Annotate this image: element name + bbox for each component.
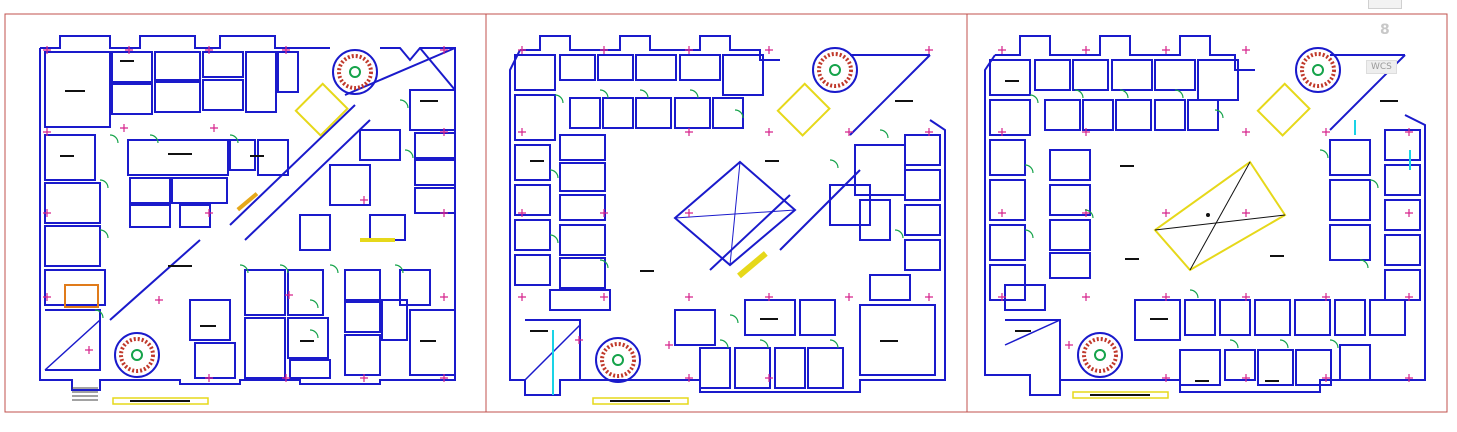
sheet-frames: [4, 13, 1448, 413]
grid-markers: [43, 46, 1413, 382]
viewcube-face[interactable]: [1368, 0, 1402, 9]
viewcube-compass-number: 8: [1380, 22, 1390, 38]
floor-plan-1: [39, 35, 456, 391]
plan-2-details: [552, 47, 858, 405]
floor-plan-2: [509, 35, 946, 396]
floor-plan-3: [984, 35, 1426, 396]
viewcube-widget[interactable]: 8 WCS: [1362, 0, 1412, 80]
plan-1-details: [64, 49, 395, 405]
door-swings: [94, 89, 1379, 349]
wcs-menu-button[interactable]: WCS: [1366, 60, 1397, 74]
plan-3-details: [1072, 47, 1411, 399]
room-label-marks: [60, 60, 1398, 382]
